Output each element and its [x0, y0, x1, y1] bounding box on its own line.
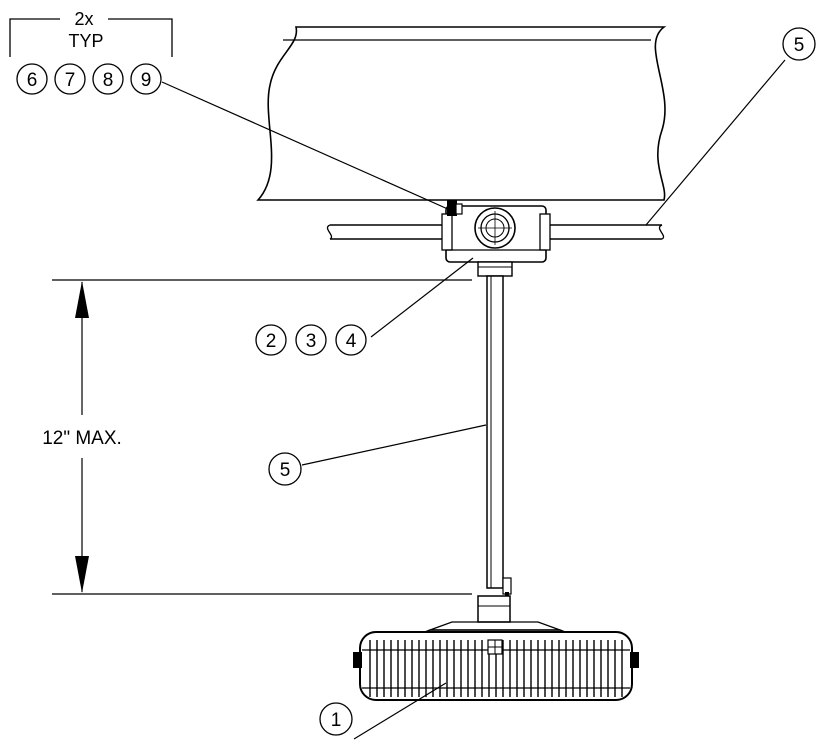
- leader-lines: [161, 59, 786, 740]
- balloon-8-label: 8: [103, 70, 114, 91]
- dimension-12in-max: 12" MAX.: [42, 279, 472, 595]
- balloon-1: 1: [319, 702, 353, 736]
- balloon-6-label: 6: [27, 70, 38, 91]
- junction-box: [441, 200, 551, 277]
- balloon-3: 3: [295, 324, 327, 356]
- balloon-9: 9: [130, 63, 162, 95]
- balloon-5-stem: 5: [268, 452, 302, 486]
- balloon-8: 8: [92, 63, 124, 95]
- balloon-9-label: 9: [141, 70, 152, 91]
- balloon-4-label: 4: [346, 331, 357, 352]
- typ-note-bracket: 2x TYP: [9, 9, 173, 57]
- balloon-5-conduit: 5: [782, 27, 816, 61]
- balloon-4: 4: [335, 324, 367, 356]
- balloon-6: 6: [16, 63, 48, 95]
- balloon-5-conduit-label: 5: [794, 35, 805, 56]
- balloon-5-stem-label: 5: [280, 460, 291, 481]
- note-typ: TYP: [68, 31, 103, 51]
- light-fixture: [353, 595, 639, 701]
- balloon-2-label: 2: [266, 331, 277, 352]
- note-count: 2x: [74, 9, 93, 29]
- balloon-7-label: 7: [65, 70, 76, 91]
- dimension-label: 12" MAX.: [42, 428, 122, 449]
- overhead-beam: [256, 26, 667, 201]
- balloon-3-label: 3: [306, 331, 317, 352]
- balloon-7: 7: [54, 63, 86, 95]
- balloon-1-label: 1: [331, 710, 342, 731]
- pendant-stem: [486, 275, 512, 596]
- balloon-2: 2: [255, 324, 287, 356]
